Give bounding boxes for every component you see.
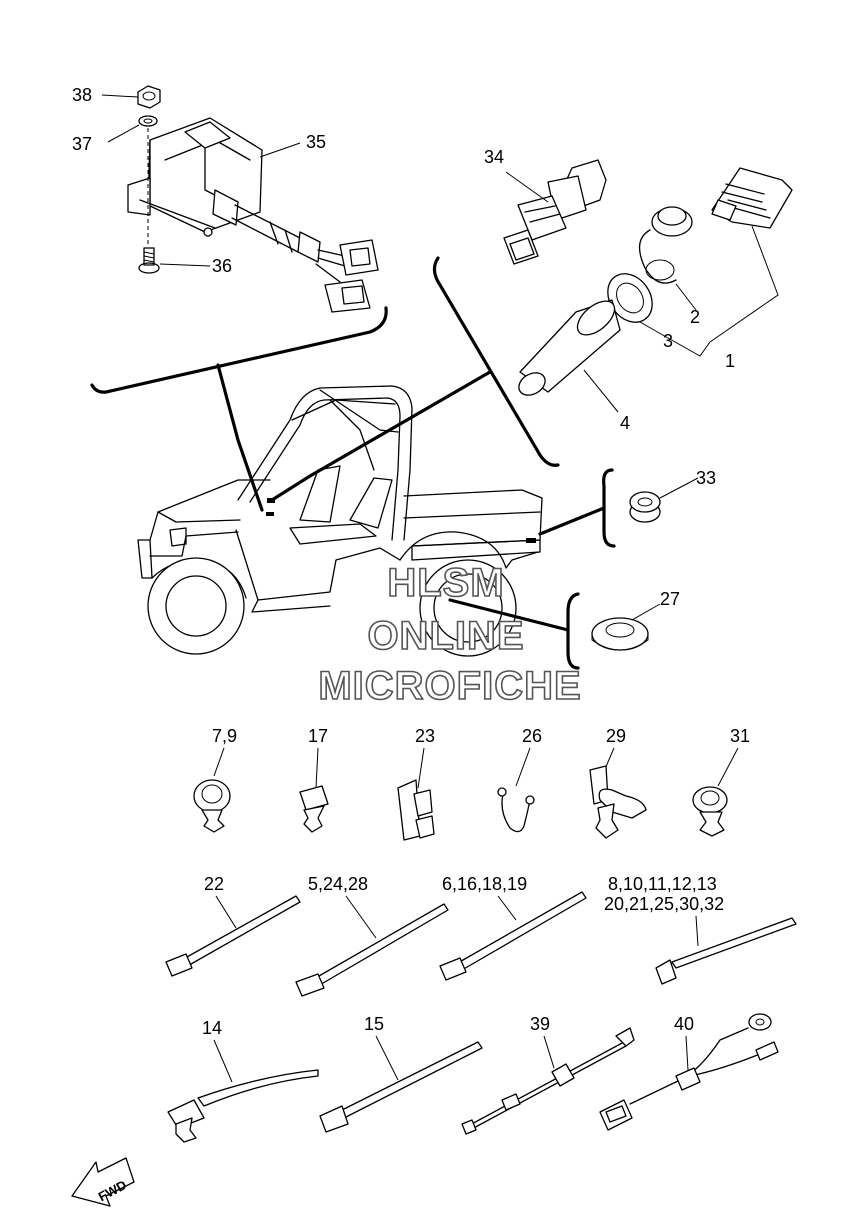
callout-39: 39	[530, 1014, 550, 1034]
callout-14: 14	[202, 1018, 222, 1038]
callout-40: 40	[674, 1014, 694, 1034]
callout-22: 22	[204, 874, 224, 894]
callout-2: 2	[690, 307, 700, 327]
control-unit-35	[127, 117, 379, 313]
callout-8-10-11-12-13: 8,10,11,12,13	[608, 874, 717, 894]
callout-38: 38	[72, 85, 92, 105]
callout-15: 15	[364, 1014, 384, 1034]
cable-tie-14	[167, 1069, 319, 1143]
clamp-29	[589, 765, 647, 839]
watermark-line-2: ONLINE	[367, 614, 524, 658]
callout-33: 33	[696, 468, 716, 488]
region-bracket-top-left	[90, 306, 388, 394]
grommet-33	[629, 491, 661, 523]
cable-tie-8-32	[655, 917, 797, 985]
callout-36: 36	[212, 256, 232, 276]
callout-35: 35	[306, 132, 326, 152]
cable-tie-15	[319, 1041, 483, 1133]
sensor-34	[503, 159, 607, 265]
clip-26	[497, 787, 535, 833]
callout-6-16-18-19: 6,16,18,19	[442, 874, 527, 894]
washer-37	[138, 115, 158, 127]
watermark-line-1: HLSM	[387, 561, 504, 605]
callout-31: 31	[730, 726, 750, 746]
lead-wire-40	[599, 1013, 779, 1131]
callout-29: 29	[606, 726, 626, 746]
lead-wire-39	[461, 1027, 635, 1135]
cable-tie-6-16-18-19	[439, 891, 587, 981]
callout-26: 26	[522, 726, 542, 746]
utv-vehicle	[137, 385, 543, 657]
callout-20-21-25-30-32: 20,21,25,30,32	[604, 894, 724, 914]
clamp-7-9	[193, 779, 231, 833]
region-bracket-27	[566, 592, 580, 670]
callout-4: 4	[620, 413, 630, 433]
callout-37: 37	[72, 134, 92, 154]
callout-7-9: 7,9	[212, 726, 237, 746]
socket-body-1	[711, 167, 793, 229]
grommet-27	[591, 617, 649, 651]
bolt-36	[138, 247, 160, 274]
nut-38	[137, 85, 161, 109]
callout-3: 3	[663, 331, 673, 351]
callout-27: 27	[660, 589, 680, 609]
clamp-17	[299, 785, 329, 833]
cap-2	[638, 206, 693, 284]
clamp-31	[692, 786, 728, 837]
callout-23: 23	[415, 726, 435, 746]
cable-tie-22	[165, 895, 301, 977]
watermark-line-3: MICROFICHE	[318, 664, 581, 708]
watermark: HLSM ONLINE MICROFICHE	[318, 560, 582, 709]
callout-34: 34	[484, 147, 504, 167]
callout-1: 1	[725, 351, 735, 371]
region-bracket-top-right	[432, 256, 560, 467]
boot-4	[518, 299, 621, 396]
fwd-direction-arrow: FWD	[71, 1157, 135, 1207]
callout-5-24-28: 5,24,28	[308, 874, 368, 894]
cable-tie-5-24-28	[295, 903, 449, 997]
callout-17: 17	[308, 726, 328, 746]
clamp-23	[397, 779, 435, 841]
nut-3	[607, 273, 653, 323]
